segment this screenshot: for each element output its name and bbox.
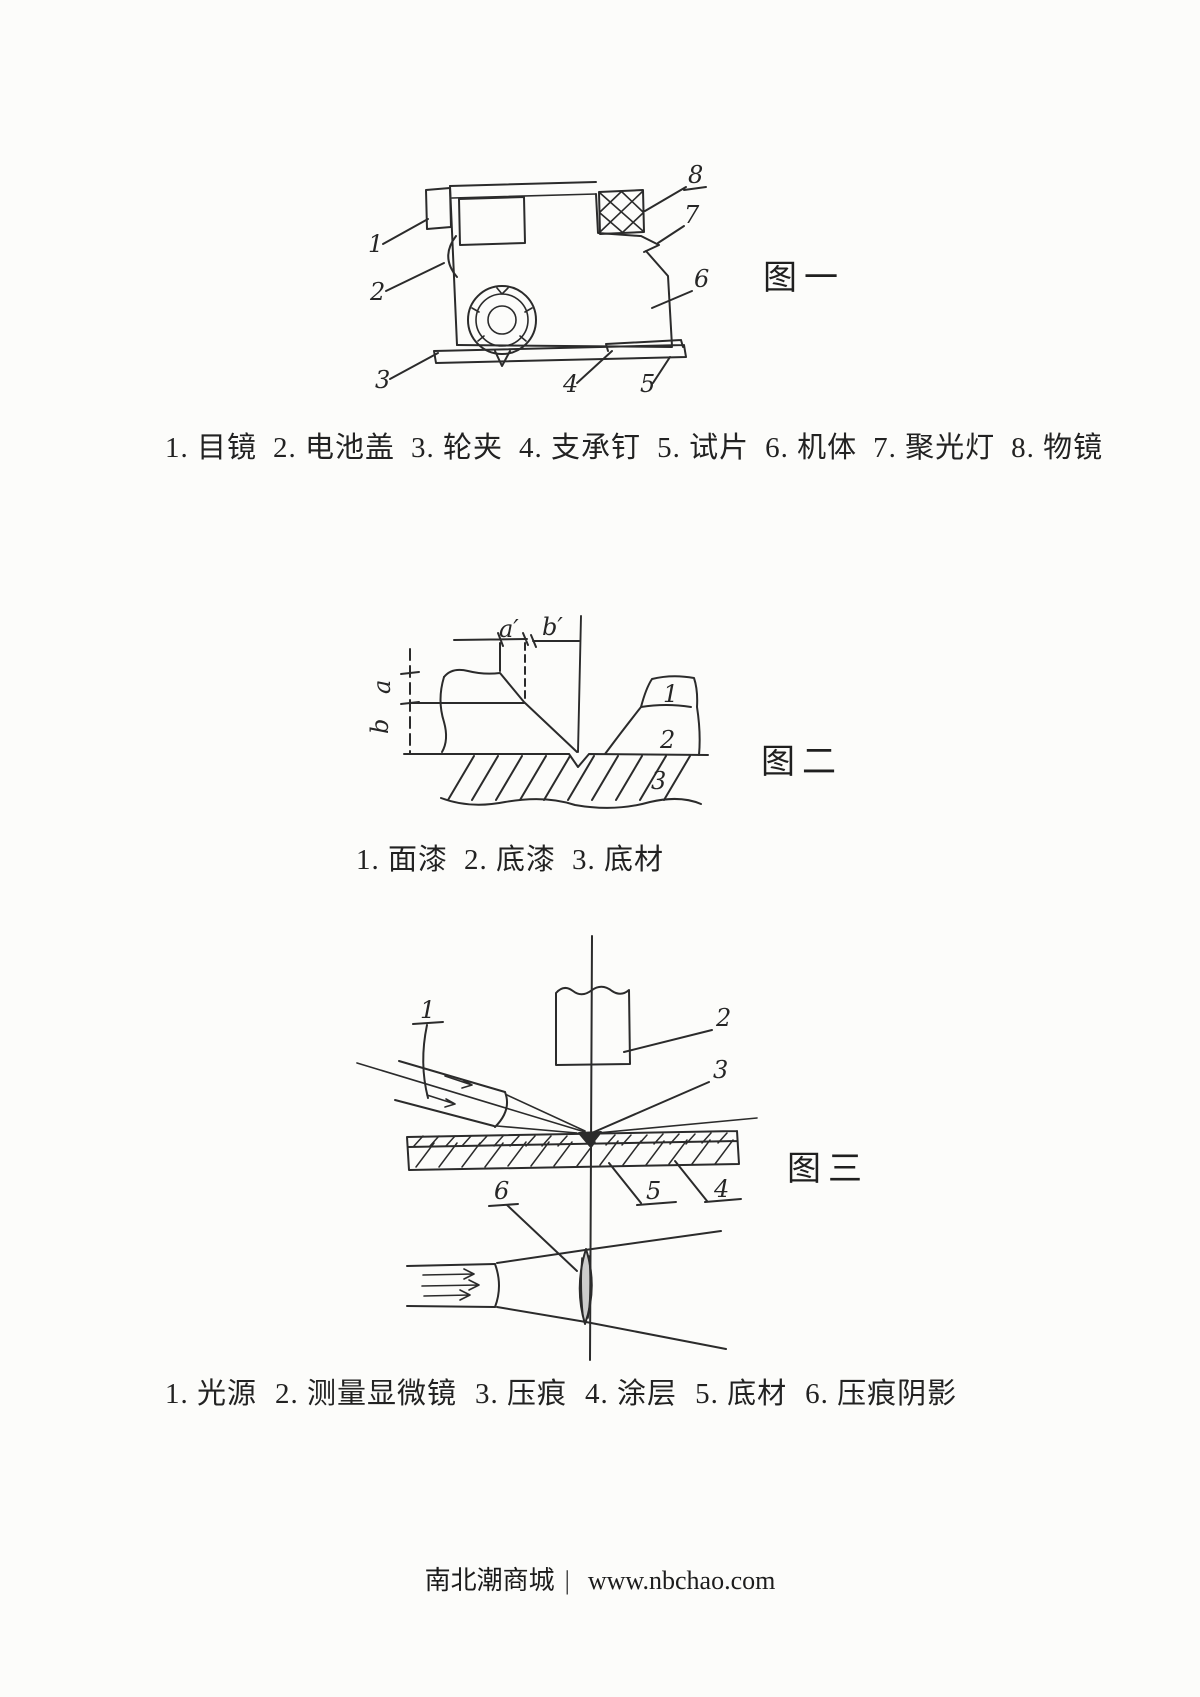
figure3-callout-3: 3 bbox=[713, 1056, 728, 1084]
dim-label-a: a bbox=[368, 680, 396, 694]
caption-item: 6. 机体 bbox=[765, 432, 858, 464]
figure1-callout-7: 7 bbox=[684, 201, 700, 229]
caption-item: 4. 涂层 bbox=[585, 1378, 678, 1410]
objective-grid bbox=[598, 189, 645, 235]
caption-item: 6. 压痕阴影 bbox=[805, 1378, 958, 1410]
incident-beam bbox=[356, 1060, 758, 1134]
caption-item: 8. 物镜 bbox=[1011, 432, 1104, 464]
figure1-label: 图一 bbox=[763, 260, 845, 297]
figure2-part-3: 3 bbox=[651, 767, 666, 795]
battery-cover bbox=[447, 235, 458, 278]
caption-item: 3. 轮夹 bbox=[411, 432, 504, 464]
base-plate bbox=[433, 339, 687, 364]
figure1-callout-3: 3 bbox=[375, 366, 390, 394]
footer-separator: | bbox=[564, 1566, 570, 1595]
figure1-leader-lines bbox=[382, 186, 707, 384]
caption-item: 1. 目镜 bbox=[165, 432, 258, 464]
caption-item: 3. 压痕 bbox=[475, 1378, 568, 1410]
figure3-callout-1: 1 bbox=[420, 996, 435, 1024]
light-arrow bbox=[422, 1268, 475, 1280]
caption-item: 2. 电池盖 bbox=[273, 432, 396, 464]
figure3-callout-2: 2 bbox=[715, 1004, 731, 1032]
microscope-barrel bbox=[555, 985, 631, 1066]
caption-item: 2. 底漆 bbox=[464, 844, 557, 876]
figure3-callout-6: 6 bbox=[494, 1177, 509, 1205]
dim-label-b-prime: b′ bbox=[542, 613, 563, 641]
caption-item: 7. 聚光灯 bbox=[873, 432, 996, 464]
figure2-label: 图二 bbox=[761, 744, 843, 781]
figure1-callout-5: 5 bbox=[640, 370, 655, 398]
figure3-callout-5: 5 bbox=[646, 1177, 661, 1205]
footer-url: www.nbchao.com bbox=[587, 1566, 776, 1595]
eyepiece bbox=[425, 187, 452, 230]
window bbox=[458, 196, 526, 246]
shadow-beam bbox=[406, 1230, 727, 1350]
figure1-callout-4: 4 bbox=[562, 370, 578, 398]
dimension-lines bbox=[400, 615, 582, 755]
caption-item: 2. 测量显微镜 bbox=[275, 1378, 458, 1410]
figure1-caption: 1. 目镜 2. 电池盖 3. 轮夹 4. 支承钉 5. 试片 6. 机体 7. 聚光灯 8.… bbox=[165, 424, 1119, 466]
light-arrow bbox=[421, 1279, 480, 1291]
footer-site-name: 南北潮商城 bbox=[424, 1566, 555, 1595]
figure1-callout-1: 1 bbox=[368, 230, 383, 258]
light-arrow bbox=[426, 1094, 456, 1108]
figure2-drawing: a′ b′ a b 1 2 3 bbox=[366, 613, 709, 809]
figure3-callout-4: 4 bbox=[713, 1175, 729, 1203]
light-arrow bbox=[444, 1075, 473, 1089]
figure1-callout-2: 2 bbox=[369, 278, 385, 306]
caption-item: 5. 底材 bbox=[695, 1378, 788, 1410]
figure1-drawing: 1 2 3 4 5 6 7 8 bbox=[368, 161, 709, 398]
substrate-hatching bbox=[440, 755, 702, 809]
coated-panel bbox=[406, 1130, 740, 1171]
device-body bbox=[425, 181, 673, 348]
figure1-callout-8: 8 bbox=[688, 161, 703, 189]
condenser-lamp bbox=[640, 235, 660, 253]
dim-label-b: b bbox=[366, 719, 394, 734]
caption-item: 1. 面漆 bbox=[356, 844, 449, 876]
figure2-caption: 1. 面漆 2. 底漆 3. 底材 bbox=[356, 836, 680, 878]
figure3-drawing: 2 1 3 5 4 6 bbox=[356, 935, 758, 1361]
figure3-caption: 1. 光源 2. 测量显微镜 3. 压痕 4. 涂层 5. 底材 6. 压痕阴影 bbox=[165, 1370, 975, 1412]
caption-item: 4. 支承钉 bbox=[519, 432, 642, 464]
indentation bbox=[578, 1131, 602, 1147]
caption-item: 5. 试片 bbox=[657, 432, 750, 464]
test-piece bbox=[605, 339, 684, 352]
figure1-callout-6: 6 bbox=[694, 265, 709, 293]
figure3-leader-lines bbox=[412, 1021, 742, 1272]
light-arrow bbox=[423, 1289, 471, 1301]
wheel-clamp bbox=[467, 285, 537, 367]
figure2-part-1: 1 bbox=[663, 680, 678, 708]
dim-label-a-prime: a′ bbox=[499, 615, 519, 643]
caption-item: 1. 光源 bbox=[165, 1378, 258, 1410]
figure3-label: 图三 bbox=[787, 1151, 869, 1188]
caption-item: 3. 底材 bbox=[572, 844, 665, 876]
figure2-part-2: 2 bbox=[659, 726, 675, 754]
coating-section bbox=[403, 668, 709, 768]
page-footer: 南北潮商城 | www.nbchao.com bbox=[0, 1560, 1200, 1597]
